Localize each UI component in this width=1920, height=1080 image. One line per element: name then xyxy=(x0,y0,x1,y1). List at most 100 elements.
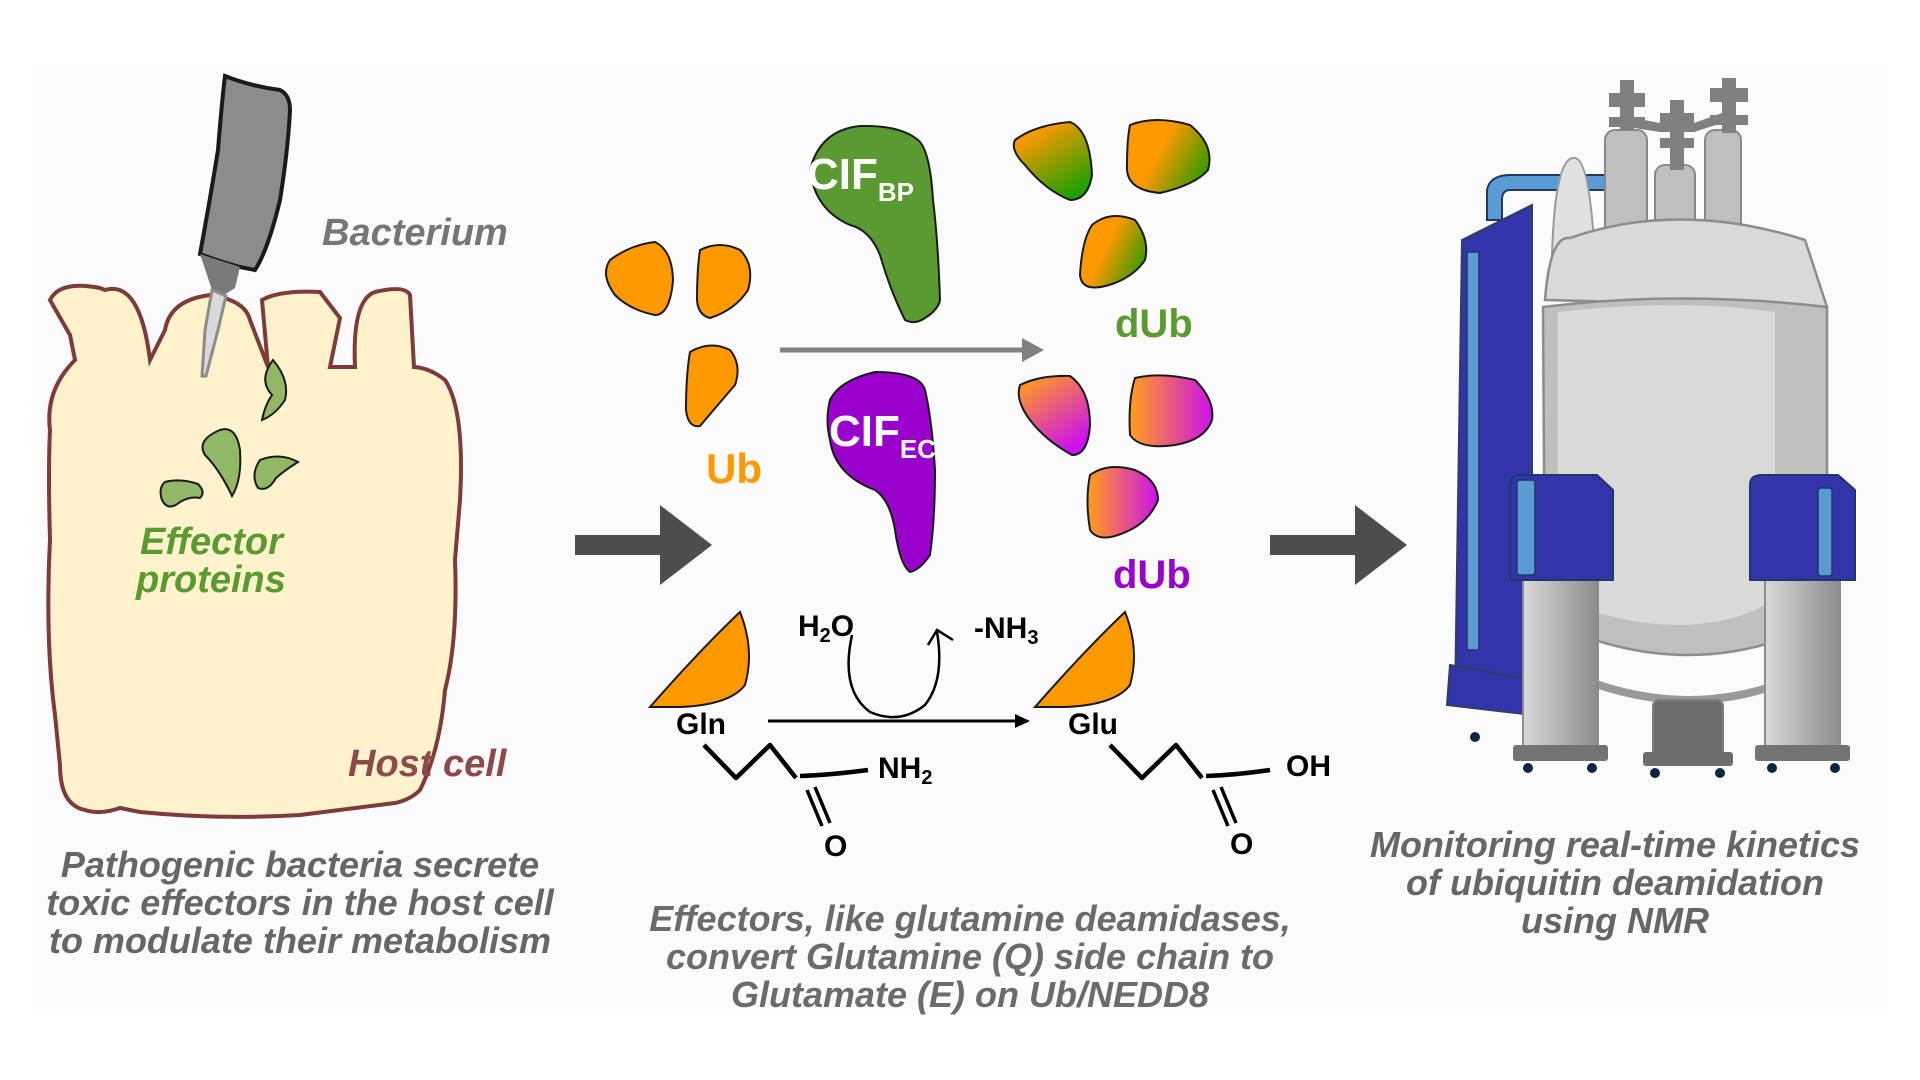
caster-wheel xyxy=(1715,768,1725,778)
glu-label: Glu xyxy=(1068,708,1118,741)
effector-protein-shape xyxy=(159,479,204,508)
ammonia-main: -NH xyxy=(974,612,1028,645)
effector-protein-shape xyxy=(260,358,288,422)
reaction-scheme xyxy=(647,610,1271,827)
gln-amide-bond xyxy=(799,767,869,779)
carbonyl-oxygen-right: O xyxy=(1230,828,1254,861)
caster-wheel xyxy=(1650,768,1660,778)
caster-wheel xyxy=(1587,763,1597,773)
cif-bp-enzyme xyxy=(808,124,942,324)
nmr-body-rim xyxy=(1583,676,1792,704)
secretion-needle xyxy=(200,287,228,378)
arrow-right-icon xyxy=(575,505,712,585)
nmr-block-light xyxy=(1516,479,1536,576)
dub-purple-shape xyxy=(1128,374,1214,448)
caster-wheel xyxy=(1767,763,1777,773)
panel1-caption: Pathogenic bacteria secrete toxic effect… xyxy=(20,846,580,960)
caption-line: convert Glutamine (Q) side chain to xyxy=(665,936,1275,977)
caster-wheel xyxy=(1830,763,1840,773)
nmr-leg-foot xyxy=(1755,745,1850,761)
reaction-arrow-head xyxy=(1015,714,1030,728)
glu-hydroxyl-bond xyxy=(1205,767,1271,779)
nmr-leg-right xyxy=(1764,574,1841,751)
caption-line: of ubiquitin deamidation xyxy=(1406,862,1824,903)
curved-reaction-arrow xyxy=(847,631,941,719)
ub-label: Ub xyxy=(706,445,762,492)
cif-ec-main: CIF xyxy=(829,407,900,456)
cif-bp-main: CIF xyxy=(807,150,878,199)
arrow-right-icon xyxy=(1270,505,1407,585)
bacterium-body xyxy=(197,73,293,273)
dub-purple-shape xyxy=(1017,374,1092,457)
ubiquitin-shape xyxy=(695,244,752,320)
dub-purple-shape xyxy=(1086,465,1160,539)
nmr-console-light xyxy=(1466,251,1480,651)
nmr-probe-base xyxy=(1643,752,1733,766)
caster-wheel xyxy=(1523,763,1533,773)
effector-proteins-group xyxy=(159,358,300,508)
caster-wheel xyxy=(1470,732,1480,742)
caption-line: using NMR xyxy=(1521,900,1709,941)
bacterium-label: Bacterium xyxy=(322,212,508,254)
glu-side-chain xyxy=(1108,742,1204,781)
host-cell-label: Host cell xyxy=(348,743,507,785)
dub-green-group xyxy=(1012,119,1211,289)
arrow-right-2 xyxy=(1270,505,1407,585)
caption-line: toxic effectors in the host cell xyxy=(46,882,554,923)
effector-protein-shape xyxy=(253,455,300,490)
effector-label-line2: proteins xyxy=(136,559,286,601)
cif-bp-shape xyxy=(808,124,942,324)
gln-carbonyl-bond xyxy=(813,786,832,824)
gln-carbonyl-bond xyxy=(805,789,824,827)
carbonyl-oxygen-left: O xyxy=(824,830,848,863)
effector-label-line1: Effector xyxy=(140,521,283,563)
gln-side-chain xyxy=(702,742,798,781)
ammonia-subscript: 3 xyxy=(1027,627,1039,649)
dub-purple-group xyxy=(1017,374,1214,539)
cif-bp-subscript: BP xyxy=(877,177,915,207)
bacterium xyxy=(197,73,293,378)
cif-ec-shape xyxy=(826,370,937,574)
water-subscript: 2 xyxy=(819,625,831,647)
amide-subscript: 2 xyxy=(921,767,933,789)
nmr-valves xyxy=(1609,78,1748,170)
curved-arrow-head xyxy=(926,628,954,646)
dub-green-shape xyxy=(1125,119,1211,195)
water-o: O xyxy=(830,610,855,643)
caption-line: Effectors, like glutamine deamidases, xyxy=(649,898,1291,939)
dub-purple-label: dUb xyxy=(1113,553,1191,597)
cif-ec-label: CIFEC xyxy=(829,407,936,465)
dub-green-shape xyxy=(1078,215,1148,289)
residue-wedge-left xyxy=(647,610,750,708)
amide-group-label: NH2 xyxy=(878,752,932,790)
amide-nh: NH xyxy=(878,752,922,785)
ubiquitin-group xyxy=(605,240,752,428)
nmr-spectrometer xyxy=(1445,78,1856,778)
cif-ec-enzyme xyxy=(826,370,937,574)
panel2-caption: Effectors, like glutamine deamidases, co… xyxy=(590,900,1350,1014)
nmr-support-block-right xyxy=(1749,474,1856,581)
cif-ec-subscript: EC xyxy=(899,434,937,464)
dub-green-label: dUb xyxy=(1115,302,1193,346)
effector-protein-shape xyxy=(201,428,242,499)
dub-green-shape xyxy=(1012,120,1094,202)
glu-carbonyl-bond xyxy=(1219,786,1238,824)
water-h: H xyxy=(798,610,820,643)
caption-line: Pathogenic bacteria secrete xyxy=(60,844,540,885)
nmr-magnet-dome xyxy=(1543,218,1829,309)
residue-wedge-right xyxy=(1032,610,1135,708)
panel3-caption: Monitoring real-time kinetics of ubiquit… xyxy=(1335,826,1895,940)
caption-line: to modulate their metabolism xyxy=(48,920,552,961)
nmr-block-light xyxy=(1817,487,1833,577)
cif-bp-label: CIFBP xyxy=(807,150,914,208)
ubiquitin-shape xyxy=(605,240,675,317)
water-label: H2O xyxy=(798,610,854,648)
caption-line: Glutamate (E) on Ub/NEDD8 xyxy=(730,974,1210,1015)
caption-line: Monitoring real-time kinetics xyxy=(1369,824,1861,865)
nmr-leg-foot xyxy=(1513,745,1608,761)
glu-carbonyl-bond xyxy=(1211,789,1230,827)
nmr-leg-left xyxy=(1522,574,1599,751)
ammonia-label: -NH3 xyxy=(974,612,1038,650)
conversion-arrow-head xyxy=(1022,338,1044,362)
